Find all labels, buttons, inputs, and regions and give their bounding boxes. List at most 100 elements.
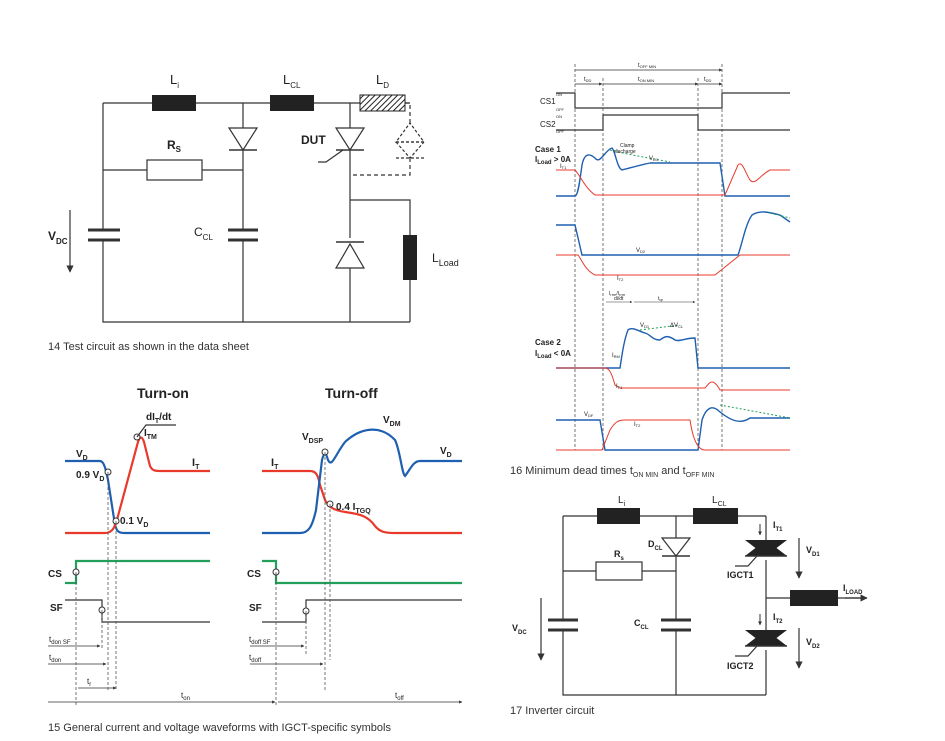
svg-text:VD1: VD1: [649, 156, 659, 162]
irrm-sub: rrm: [610, 292, 617, 297]
tqr-sub: qr: [659, 297, 663, 302]
case2-vcl-sub: CL: [678, 324, 684, 329]
case1-it2-label: I: [617, 276, 619, 282]
svg-text:VD2: VD2: [806, 637, 820, 650]
fig17-inverter-circuit: Li LCL DCL Rs CCL VDC IT1 VD1 IGCT1 ILOA…: [510, 495, 868, 717]
fig14-lload-sub: Load: [439, 258, 459, 268]
case1-it2-sub: T2: [619, 277, 624, 282]
svg-text:tON MIN: tON MIN: [638, 77, 654, 83]
fig17-igct1-label: IGCT1: [727, 570, 754, 580]
fig17-vd1-sub: D1: [812, 552, 820, 558]
tdd2-sub: DD: [706, 78, 712, 83]
fig17-dcl-label: D: [648, 539, 655, 549]
fig16-caption-a: 16 Minimum dead times t: [510, 465, 633, 477]
case2-cond-tail: < 0A: [552, 349, 572, 358]
svg-text:CCL: CCL: [194, 225, 213, 242]
case1-it1-label: I: [560, 164, 562, 170]
fig17-igct2-label: IGCT2: [727, 661, 754, 671]
turnoff-itgq-sub: TGQ: [355, 508, 371, 515]
case2-vdf-label: V: [584, 412, 588, 418]
discharge-label: discharge: [614, 149, 636, 155]
svg-text:IRM: IRM: [612, 353, 620, 359]
fig14-ccl-sub: CL: [203, 233, 214, 242]
case1-clamp-curve: [609, 149, 671, 163]
svg-text:tdon SF: tdon SF: [49, 635, 71, 646]
case1-label: Case 1: [535, 145, 561, 154]
turnoff-vd-label: V: [440, 446, 447, 457]
turnoff-vdsp-sub: DSP: [309, 438, 324, 445]
turnoff-sf-curve: [262, 599, 462, 623]
tonmin-label: t: [638, 77, 640, 83]
svg-text:tdoff: tdoff: [249, 653, 261, 664]
fig17-vdc-sub: DC: [518, 630, 527, 636]
tonmin-sub: ON MIN: [640, 78, 655, 83]
turnoff-it-curve: [262, 469, 462, 535]
svg-text:IT1: IT1: [616, 384, 623, 390]
case2-irm-label: I: [612, 353, 614, 359]
svg-text:VDM: VDM: [383, 415, 401, 428]
fig17-it2-label: I: [773, 612, 776, 622]
case1-it1-sub: T1: [562, 165, 567, 170]
svg-text:VD2: VD2: [636, 248, 646, 254]
tdon-label: t: [49, 653, 52, 662]
fig17-rs-sub: s: [621, 556, 625, 562]
fig17-vd1-label: V: [806, 545, 812, 555]
fig17-ccl-label: C: [634, 618, 641, 628]
svg-text:Li: Li: [170, 72, 179, 90]
inverter-dcl-diode-icon: [660, 537, 692, 557]
svg-text:0.1 VD: 0.1 VD: [120, 516, 148, 529]
inductor-lload-icon: [403, 235, 417, 280]
fig17-li-label: L: [618, 495, 624, 506]
fig15-waveforms: Turn-on Turn-off VD 0.9 VD 0.1 VD dIT/dt…: [48, 385, 463, 734]
turnoff-vd-sub: D: [447, 452, 452, 459]
svg-text:ILoad > 0A: ILoad > 0A: [535, 155, 571, 166]
case2-vd2-curve: [556, 407, 790, 451]
fig17-dcl-sub: CL: [655, 546, 663, 552]
svg-text:IT2: IT2: [634, 422, 641, 428]
resistor-rs-icon: [146, 159, 203, 181]
svg-text:tOFF MIN: tOFF MIN: [638, 63, 656, 69]
cs1-signal: [556, 92, 790, 109]
case1-vd1-curve: [556, 147, 790, 197]
svg-text:tdoff SF: tdoff SF: [249, 635, 271, 646]
svg-text:VD: VD: [440, 446, 452, 459]
case2-vdf-sub: DF: [588, 413, 594, 418]
turnon-vd-label: V: [76, 449, 83, 460]
case2-it1-sub: T1: [618, 385, 623, 390]
case2-vd1-label: V: [640, 323, 644, 329]
inductor-li-icon: [152, 95, 196, 111]
turnon-didt-sub: T: [155, 418, 160, 425]
fig14-caption: 14 Test circuit as shown in the data she…: [48, 341, 249, 353]
fig17-it1-sub: T1: [776, 527, 784, 533]
fig14-lload-label: L: [432, 251, 439, 265]
svg-text:CCL: CCL: [634, 618, 649, 631]
turnon-v09-label: 0.9 V: [76, 470, 100, 481]
tdon-sf-label: t: [49, 635, 52, 644]
svg-text:VDC: VDC: [512, 623, 527, 636]
inverter-load-icon: [790, 590, 838, 606]
svg-text:toff: toff: [395, 691, 404, 702]
case1-cond-tail: > 0A: [552, 155, 572, 164]
fig15-caption: 15 General current and voltage waveforms…: [48, 722, 391, 734]
svg-text:ITM: ITM: [144, 428, 157, 441]
cs1-off: OFF: [556, 107, 565, 112]
turnoff-sf-label: SF: [249, 603, 262, 614]
tdoff-sub: doff: [251, 658, 261, 664]
svg-text:VDSP: VDSP: [302, 432, 323, 445]
inductor-ld-icon: [359, 94, 406, 112]
fig16-caption-sub2: OFF MIN: [686, 472, 715, 479]
irrm-tail: /I: [616, 291, 619, 297]
inverter-lcl-icon: [693, 508, 738, 524]
toff-sub: off: [397, 696, 404, 702]
turnon-it-sub: T: [195, 464, 200, 471]
tdon-sub: don: [51, 658, 61, 664]
freewheel-diode-icon: [334, 241, 366, 269]
case1-vd2-curve: [556, 211, 791, 256]
case1-it2-curve: [556, 254, 790, 276]
turnon-vd-sub: D: [83, 455, 88, 462]
turnon-itm-sub: TM: [147, 434, 157, 441]
toffmin-label: t: [638, 63, 640, 69]
svg-text:ton: ton: [181, 691, 190, 702]
fig14-ld-sub: D: [383, 81, 389, 90]
turnon-v01-sub: D: [143, 522, 148, 529]
